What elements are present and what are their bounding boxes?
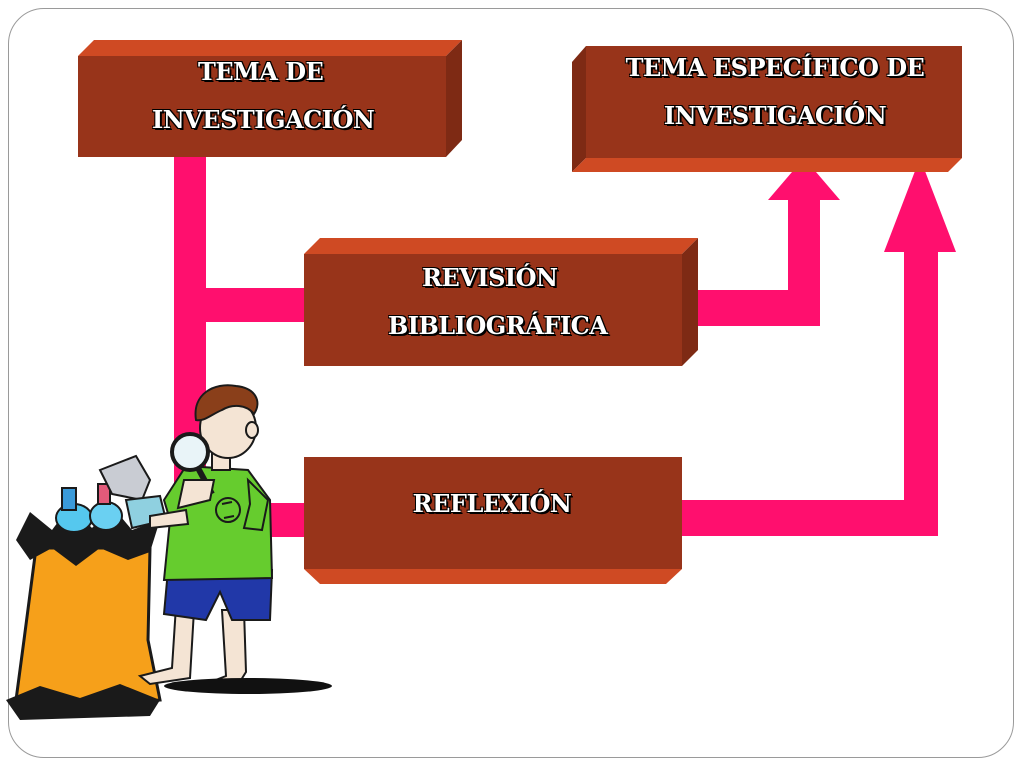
label-reflexion-line1: REFLEXIÓN (412, 489, 572, 518)
arrow-reflexion-to-especifico (680, 158, 956, 536)
box-reflexion (304, 457, 682, 584)
arrow-revision-to-especifico (680, 158, 840, 326)
label-tema-especifico: TEMA ESPECÍFICO DE INVESTIGACIÓN (590, 44, 960, 140)
box-tema-especifico (572, 46, 962, 172)
label-reflexion: REFLEXIÓN (312, 480, 672, 528)
label-tema-investigacion: TEMA DE INVESTIGACIÓN (98, 48, 428, 144)
box-tema-investigacion (78, 40, 462, 157)
label-revision-bibliografica: REVISIÓN BIBLIOGRÁFICA (312, 254, 672, 350)
label-tema-line2: INVESTIGACIÓN (152, 105, 375, 134)
label-revision-line2: BIBLIOGRÁFICA (388, 311, 608, 340)
label-especifico-line1: TEMA ESPECÍFICO DE (625, 53, 925, 82)
boy-illustration (137, 384, 332, 694)
connector-to-revision (174, 288, 306, 322)
label-tema-line1: TEMA DE (198, 57, 324, 86)
box-revision-bibliografica (304, 238, 698, 366)
label-revision-line1: REVISIÓN (422, 263, 558, 292)
trash-bag-illustration (6, 454, 168, 720)
label-especifico-line2: INVESTIGACIÓN (663, 101, 887, 130)
